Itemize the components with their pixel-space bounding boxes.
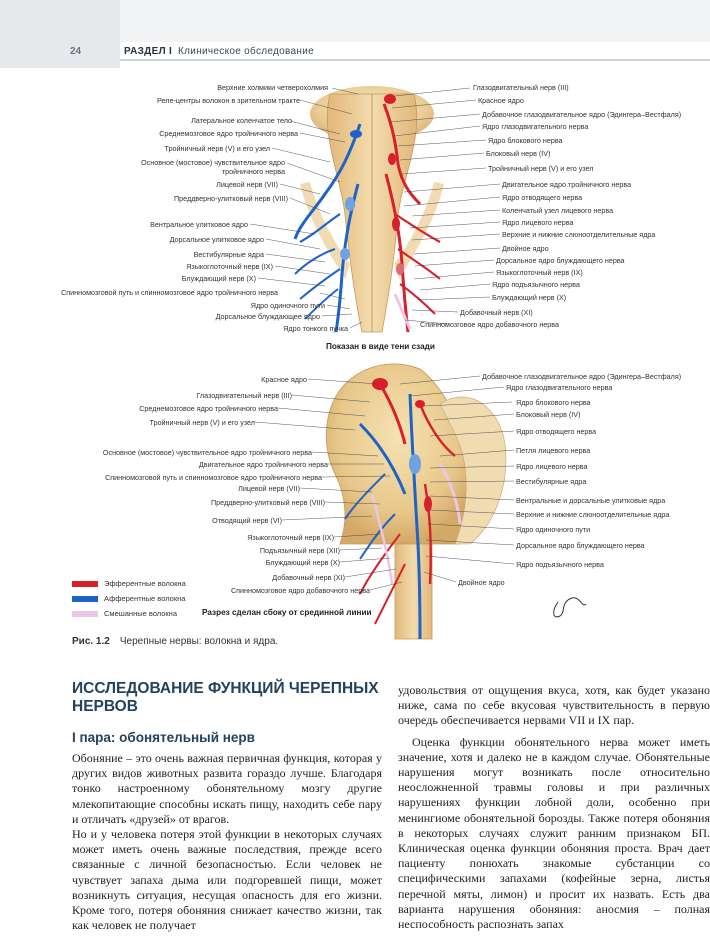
top-right-label: Ядро глазодвигательного нерва	[482, 122, 588, 131]
header-strip	[120, 0, 710, 42]
paragraph: Но и у человека потеря этой функции в не…	[72, 827, 382, 933]
paragraph: удовольствия от ощущения вкуса, хотя, ка…	[398, 683, 710, 729]
figure-caption: Рис. 1.2 Черепные нервы: волокна и ядра.	[72, 636, 278, 647]
top-left-label: Верхние холмики четверохолмия	[217, 83, 328, 92]
top-right-label: Ядро подъязычного нерва	[492, 280, 580, 289]
section-title: Клиническое обследование	[178, 46, 314, 57]
bottom-left-label: Спинномозговой путь и спинномозговое ядр…	[105, 473, 322, 482]
legend-label: Эфферентные волокна	[104, 579, 186, 588]
bottom-left-label: Тройничный нерв (V) и его узел	[150, 418, 255, 427]
top-right-label: Тройничный нерв (V) и его узел	[488, 164, 593, 173]
bottom-right-label: Добавочное глазодвигательное ядро (Эдинг…	[482, 372, 681, 381]
top-left-label: Дорсальное улитковое ядро	[170, 235, 264, 244]
bottom-left-label: Добавочный нерв (XI)	[272, 573, 345, 582]
top-left-label: Преддверно-улитковый нерв (VIII)	[174, 194, 288, 203]
top-right-label: Добавочный нерв (XI)	[460, 308, 533, 317]
left-column: ИССЛЕДОВАНИЕ ФУНКЦИЙ ЧЕРЕПНЫХ НЕРВОВ I п…	[72, 680, 382, 933]
bottom-left-label: Блуждающий нерв (X)	[266, 558, 340, 567]
top-right-label: Ядро лицевого нерва	[502, 218, 574, 227]
bottom-left-label: Основное (мостовое) чувствительное ядро …	[103, 448, 312, 457]
top-right-label: Дорсальное ядро блуждающего нерва	[496, 256, 625, 265]
article-heading: ИССЛЕДОВАНИЕ ФУНКЦИЙ ЧЕРЕПНЫХ НЕРВОВ	[72, 680, 382, 716]
top-left-label: Среднемозговое ядро тройничного нерва	[159, 129, 298, 138]
legend-swatch	[72, 596, 98, 602]
bottom-left-label: Двигательное ядро тройничного нерва	[199, 460, 328, 469]
top-left-label: Языкоглоточный нерв (IX)	[186, 262, 273, 271]
bottom-right-label: Ядро глазодвигательного нерва	[506, 383, 612, 392]
section-label-bold: РАЗДЕЛ I	[124, 46, 172, 57]
cranial-nerves-figure: Верхние холмики четверохолмия Реле-центр…	[0, 64, 710, 649]
brainstem-lateral-view	[326, 364, 506, 639]
top-left-label: Тройничный нерв (V) и его узел	[165, 144, 270, 153]
top-right-label: Добавочное глазодвигательное ядро (Эдинг…	[482, 110, 681, 119]
top-left-label: Лицевой нерв (VII)	[216, 180, 278, 189]
bottom-left-label: Красное ядро	[261, 375, 307, 384]
top-left-label: тройничного нерва	[222, 167, 285, 176]
bottom-right-label: Петля лицевого нерва	[516, 446, 590, 455]
bottom-right-label: Ядро подъязычного нерва	[516, 560, 604, 569]
top-right-label: Блоковый нерв (IV)	[486, 149, 550, 158]
bottom-left-label: Подъязычный нерв (XII)	[260, 546, 340, 555]
bottom-left-label: Среднемозговое ядро тройничного нерва	[139, 404, 278, 413]
top-left-label: Латеральное коленчатое тело	[191, 116, 292, 125]
top-left-label: Блуждающий нерв (X)	[182, 274, 256, 283]
bottom-right-label: Ядро блокового нерва	[516, 398, 591, 407]
legend-afferent: Афферентные волокна	[72, 594, 185, 603]
legend-label: Смешанные волокна	[104, 609, 177, 618]
article-subheading: I пара: обонятельный нерв	[72, 730, 382, 745]
top-right-label: Ядро блокового нерва	[488, 136, 563, 145]
top-left-label: Спинномозговой путь и спинномозговое ядр…	[61, 288, 278, 297]
bottom-right-label: Вестибулярные ядра	[516, 477, 586, 486]
top-figure-subcaption: Показан в виде тени сзади	[326, 342, 435, 351]
paragraph: Оценка функции обонятельного нерва может…	[398, 735, 710, 933]
right-column: удовольствия от ощущения вкуса, хотя, ка…	[398, 683, 710, 932]
bottom-right-label: Ядро лицевого нерва	[516, 462, 588, 471]
top-right-label: Блуждающий нерв (X)	[492, 293, 566, 302]
bottom-left-label: Отводящий нерв (VI)	[212, 516, 282, 525]
top-right-label: Красное ядро	[478, 96, 524, 105]
bottom-right-label: Ядро отводящего нерва	[516, 427, 596, 436]
top-right-label: Коленчатый узел лицевого нерва	[502, 206, 613, 215]
page-header: 24 РАЗДЕЛ I Клиническое обследование	[0, 0, 710, 68]
top-left-label: Вентральное улитковое ядро	[150, 220, 248, 229]
top-right-label: Глазодвигательный нерв (III)	[473, 83, 569, 92]
bottom-left-label: Языкоглоточный нерв (IX)	[247, 533, 334, 542]
top-left-label: Ядро одиночного пути	[251, 301, 325, 310]
legend-swatch	[72, 581, 98, 587]
figure-number: Рис. 1.2	[72, 636, 110, 647]
legend-swatch	[72, 611, 98, 617]
top-right-label: Верхние и нижние слюноотделительные ядра	[502, 230, 655, 239]
legend-mixed: Смешанные волокна	[72, 609, 177, 618]
top-left-label: Основное (мостовое) чувствительное ядро	[141, 158, 285, 167]
top-right-label: Двигательное ядро тройничного нерва	[502, 180, 631, 189]
bottom-left-label: Глазодвигательный нерв (III)	[196, 391, 292, 400]
top-left-label: Дорсальное блуждающее ядро	[216, 312, 320, 321]
bottom-right-label: Ядро одиночного пути	[516, 525, 590, 534]
top-left-label: Вестибулярные ядра	[194, 250, 264, 259]
bottom-left-label: Спинномозговое ядро добавочного нерва	[231, 586, 370, 595]
bottom-right-label: Дорсальное ядро блуждающего нерва	[516, 541, 645, 550]
figure-caption-text: Черепные нервы: волокна и ядра.	[120, 636, 278, 647]
bottom-right-label: Верхние и нижние слюноотделительные ядра	[516, 510, 669, 519]
artist-signature	[554, 598, 586, 617]
top-right-label: Спинномозговое ядро добавочного нерва	[420, 320, 559, 329]
top-left-label: Ядро тонкого пучка	[283, 324, 348, 333]
legend-label: Афферентные волокна	[104, 594, 185, 603]
bottom-right-label: Двойное ядро	[458, 578, 505, 587]
bottom-right-label: Блоковый нерв (IV)	[516, 410, 580, 419]
top-right-label: Языкоглоточный нерв (IX)	[496, 268, 583, 277]
paragraph: Обоняние – это очень важная первичная фу…	[72, 751, 382, 827]
top-right-label: Двойное ядро	[502, 244, 549, 253]
bottom-left-label: Преддверно-улитковый нерв (VIII)	[211, 498, 325, 507]
top-right-label: Ядро отводящего нерва	[502, 193, 582, 202]
top-left-label: Реле-центры волокон в зрительном тракте	[157, 96, 300, 105]
page-number: 24	[70, 46, 81, 57]
header-rule	[0, 42, 710, 64]
bottom-left-label: Лицевой нерв (VII)	[238, 484, 300, 493]
legend-efferent: Эфферентные волокна	[72, 579, 186, 588]
bottom-right-label: Вентральные и дорсальные улитковые ядра	[516, 496, 665, 505]
bottom-figure-subcaption: Разрез сделан сбоку от срединной линии	[202, 608, 372, 617]
section-label: РАЗДЕЛ I Клиническое обследование	[124, 46, 314, 57]
